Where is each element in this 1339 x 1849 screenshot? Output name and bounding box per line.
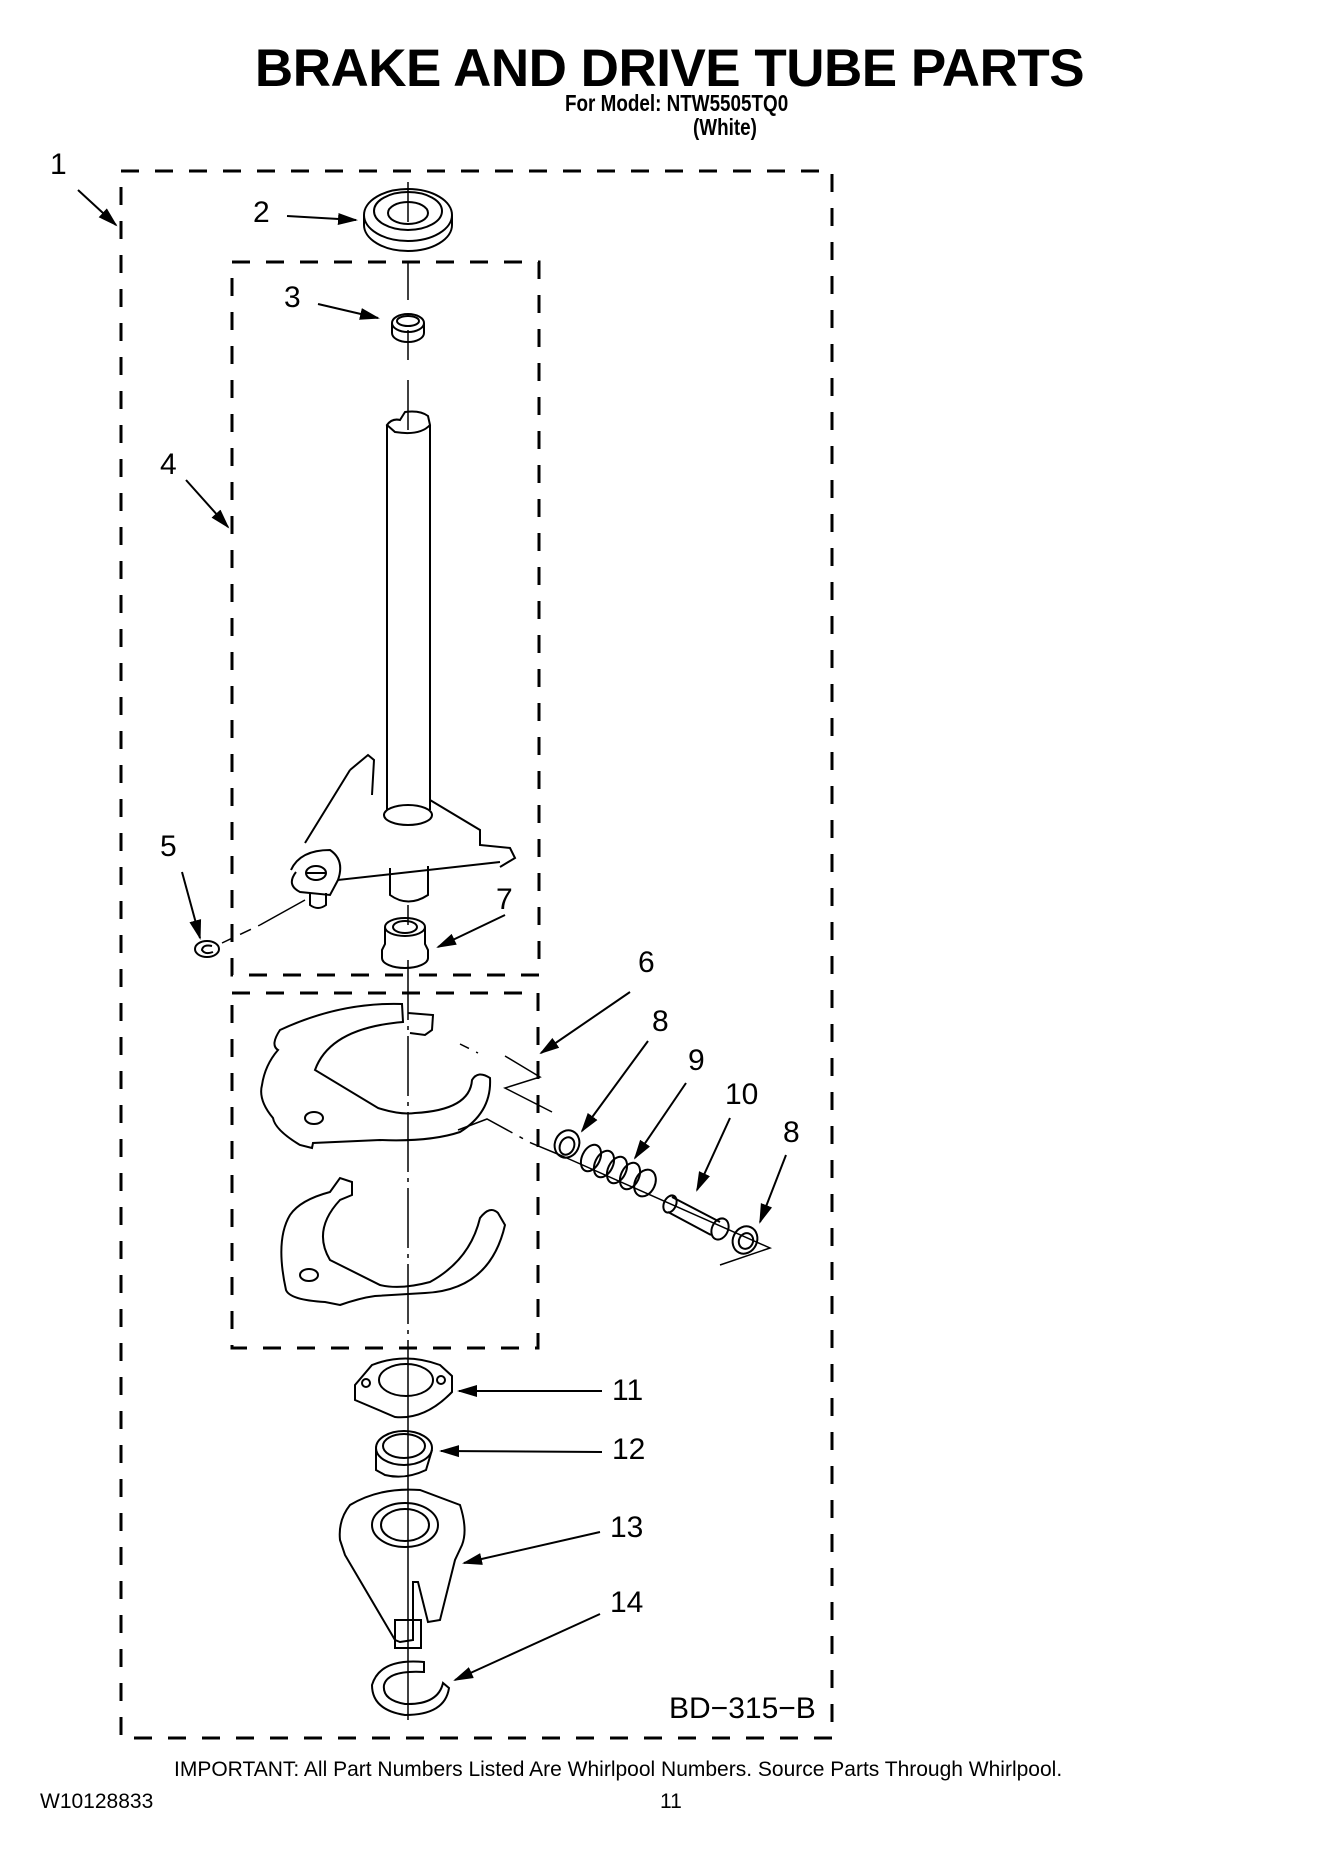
callout-9: 9 [688, 1044, 705, 1077]
part-3-bushing [391, 313, 425, 343]
callout-1: 1 [50, 148, 67, 181]
part-9-spring [579, 1143, 657, 1198]
callout-7: 7 [496, 883, 513, 916]
part-2-seal [363, 188, 453, 252]
page-title: BRAKE AND DRIVE TUBE PARTS [254, 39, 1085, 98]
callout-arrows [77, 189, 787, 1681]
part-10-pin [662, 1194, 730, 1241]
callout-13: 13 [610, 1511, 644, 1544]
callout-8b: 8 [783, 1116, 800, 1149]
callout-11: 11 [612, 1374, 644, 1407]
page-number: 11 [660, 1790, 682, 1813]
callout-6: 6 [638, 946, 655, 979]
drive-tube-box [230, 260, 541, 977]
callout-3: 3 [284, 281, 301, 314]
model-number: For Model: NTW5505TQ0 [565, 90, 789, 116]
part-6-brake-shoes [260, 1002, 507, 1307]
part-4-drive-tube [290, 410, 517, 909]
model-color: (White) [693, 114, 757, 140]
important-notice: IMPORTANT: All Part Numbers Listed Are W… [174, 1758, 1063, 1781]
spring-group-leaders [457, 1043, 773, 1266]
diagram-code: BD−315−B [669, 1692, 816, 1725]
document-number: W10128833 [40, 1790, 154, 1813]
callout-4: 4 [160, 448, 177, 481]
outer-assembly-box [119, 169, 834, 1740]
part-12-drive-ring [375, 1430, 433, 1478]
callout-2: 2 [253, 196, 270, 229]
part-13-brake-lever [338, 1488, 466, 1649]
part-11-brake-cam [354, 1357, 453, 1419]
part-5-e-ring [194, 899, 306, 958]
callout-12: 12 [612, 1433, 646, 1466]
callout-5: 5 [160, 830, 177, 863]
callout-8a: 8 [652, 1005, 669, 1038]
part-8-washer-a [553, 1129, 581, 1159]
callout-10: 10 [725, 1078, 759, 1111]
part-8-washer-b [731, 1225, 759, 1255]
part-7-bushing [381, 917, 429, 969]
part-14-retaining-ring [370, 1660, 451, 1717]
callout-14: 14 [610, 1586, 644, 1619]
brake-shoe-box [230, 991, 540, 1350]
